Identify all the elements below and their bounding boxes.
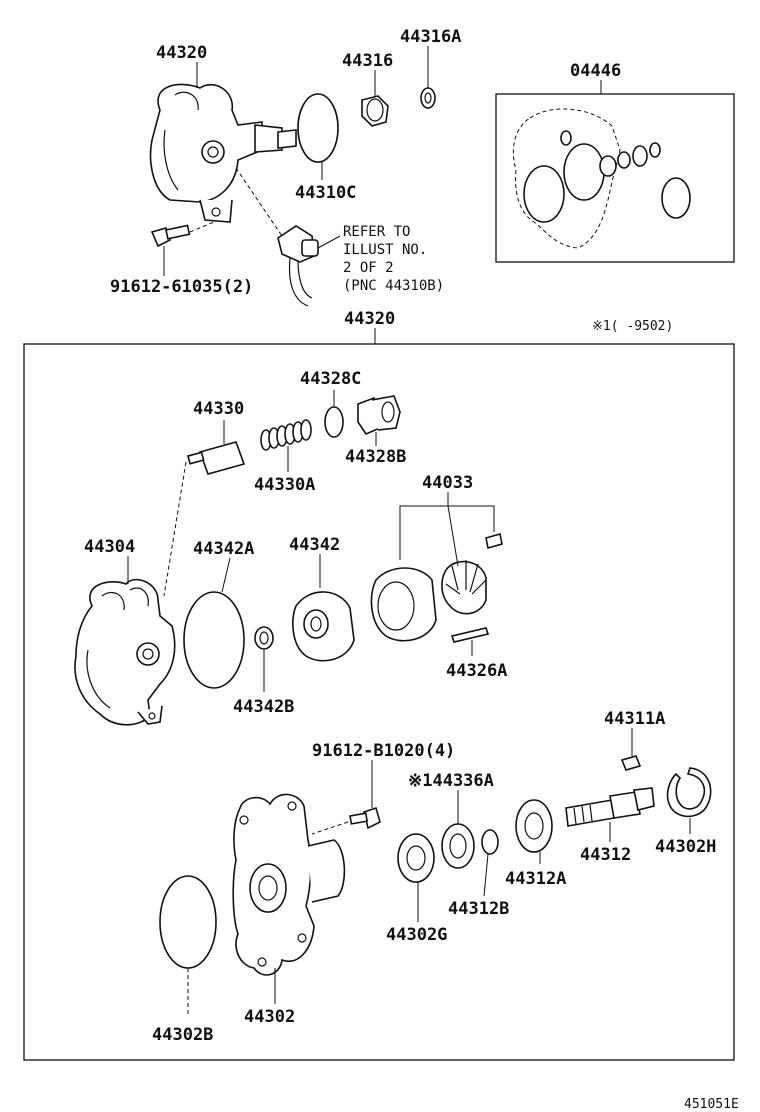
label-44330: 44330 bbox=[193, 399, 244, 419]
label-44320-top: 44320 bbox=[156, 43, 207, 63]
label-44033: 44033 bbox=[422, 473, 473, 493]
pump-assembly-top bbox=[149, 83, 297, 223]
label-44342B: 44342B bbox=[233, 697, 294, 717]
label-44320-main: 44320 bbox=[344, 309, 395, 329]
label-44302G: 44302G bbox=[386, 925, 447, 945]
plug-44328B bbox=[357, 395, 401, 435]
snap-ring-44302H bbox=[666, 767, 712, 818]
bushing-44342B bbox=[254, 626, 274, 650]
label-91612-B1020: 91612-B1020(4) bbox=[312, 741, 455, 761]
assembly-box-44320 bbox=[23, 343, 735, 1061]
pin-44326A bbox=[450, 627, 490, 643]
label-44342A: 44342A bbox=[193, 539, 254, 559]
label-44328B: 44328B bbox=[345, 447, 406, 467]
o-ring-44342A bbox=[183, 591, 245, 689]
refer-note-line2: ILLUST NO. bbox=[343, 242, 427, 258]
label-44302B: 44302B bbox=[152, 1025, 213, 1045]
refer-note-line4: (PNC 44310B) bbox=[343, 278, 444, 294]
label-44328C: 44328C bbox=[300, 369, 361, 389]
front-cover-44302 bbox=[232, 793, 346, 976]
label-44302H: 44302H bbox=[655, 837, 716, 857]
snap-ring-44312B bbox=[481, 829, 499, 855]
flow-valve-44330 bbox=[187, 441, 246, 475]
label-44342: 44342 bbox=[289, 535, 340, 555]
bolt-91612-61035 bbox=[150, 224, 191, 248]
nut-44316 bbox=[361, 95, 389, 127]
side-plate-44342 bbox=[292, 591, 355, 662]
o-ring-44310C bbox=[297, 93, 339, 163]
o-ring-44328C bbox=[324, 406, 344, 438]
label-44316: 44316 bbox=[342, 51, 393, 71]
range-note: ※1( -9502) bbox=[592, 319, 673, 334]
label-44311A: 44311A bbox=[604, 709, 665, 729]
label-44336A: ※144336A bbox=[408, 771, 494, 791]
label-44304: 44304 bbox=[84, 537, 135, 557]
pump-housing-44304 bbox=[74, 578, 176, 726]
bearing-44312A bbox=[515, 799, 553, 853]
bearing-44302G bbox=[397, 833, 435, 883]
rotor-44033 bbox=[441, 560, 487, 615]
label-44312: 44312 bbox=[580, 845, 631, 865]
pressure-switch-44310B bbox=[277, 225, 319, 307]
gasket-kit-04446 bbox=[512, 108, 691, 249]
label-44312A: 44312A bbox=[505, 869, 566, 889]
label-44330A: 44330A bbox=[254, 475, 315, 495]
vane-44033 bbox=[485, 532, 503, 550]
spring-44330A bbox=[260, 419, 312, 451]
label-04446: 04446 bbox=[570, 61, 621, 81]
label-44302: 44302 bbox=[244, 1007, 295, 1027]
label-44326A: 44326A bbox=[446, 661, 507, 681]
cam-ring-44033 bbox=[370, 567, 437, 642]
oil-seal-44336A bbox=[441, 823, 475, 869]
washer-44316A bbox=[420, 87, 436, 109]
refer-note-line3: 2 OF 2 bbox=[343, 260, 394, 276]
label-44316A: 44316A bbox=[400, 27, 461, 47]
bolt-91612-B1020 bbox=[349, 806, 381, 830]
refer-note-line1: REFER TO bbox=[343, 224, 410, 240]
label-91612-61035: 91612-61035(2) bbox=[110, 277, 253, 297]
gasket-kit-box bbox=[495, 93, 735, 263]
key-44311A bbox=[620, 755, 642, 771]
figure-code: 451051E bbox=[684, 1097, 739, 1112]
o-ring-44302B bbox=[159, 875, 217, 969]
shaft-44312 bbox=[565, 787, 655, 827]
label-44310C: 44310C bbox=[295, 183, 356, 203]
label-44312B: 44312B bbox=[448, 899, 509, 919]
